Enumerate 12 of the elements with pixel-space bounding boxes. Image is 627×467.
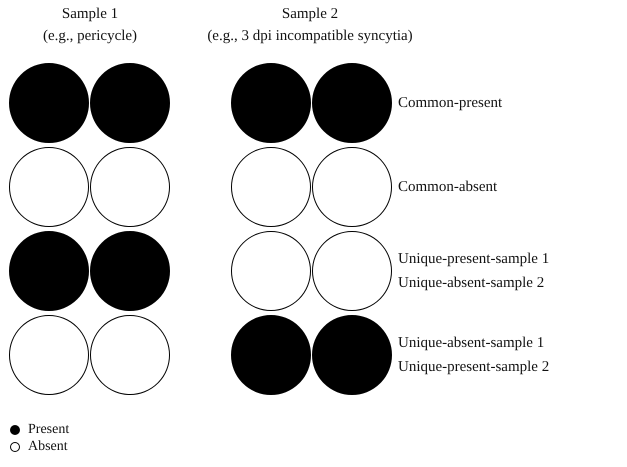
legend-text: Absent <box>28 439 68 455</box>
row-label: Common-present <box>398 94 502 112</box>
column-heading: Sample 1 <box>62 5 118 23</box>
column-heading: Sample 2 <box>282 5 338 23</box>
row-label: Unique-absent-sample 1 <box>398 334 544 352</box>
row-label: Common-absent <box>398 178 498 196</box>
row-label: Unique-present-sample 1 <box>398 250 550 268</box>
legend-text: Present <box>28 422 70 438</box>
column-heading: (e.g., pericycle) <box>42 27 138 45</box>
row-label: Unique-present-sample 2 <box>398 358 550 376</box>
row-label: Unique-absent-sample 2 <box>398 274 544 292</box>
column-heading: (e.g., 3 dpi incompatible syncytia) <box>207 27 413 45</box>
